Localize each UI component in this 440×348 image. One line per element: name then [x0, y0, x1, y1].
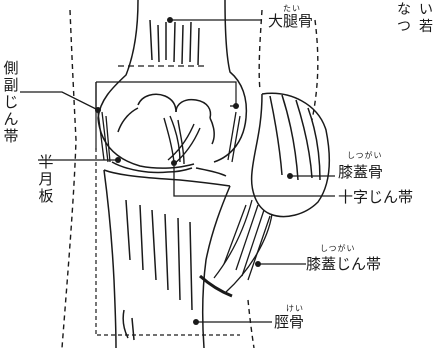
patella-bone	[252, 93, 330, 216]
patellar-ligament	[200, 200, 272, 296]
femur-bone	[98, 0, 246, 168]
corner-text-right: い 若	[418, 2, 434, 36]
reference-box	[96, 66, 240, 335]
pointer-dots	[95, 17, 293, 325]
patella-label: 膝蓋骨	[338, 164, 383, 180]
cruciate-ligaments	[164, 116, 200, 164]
collateral-label: 側副じん帯	[3, 60, 19, 145]
patellar-ligament-label: 膝蓋じん帯	[306, 256, 381, 272]
tibia-bone	[104, 170, 230, 348]
femur-label: 大腿骨	[268, 13, 313, 29]
tibia-ruby: けい	[286, 305, 304, 313]
meniscus	[112, 162, 226, 176]
corner-text-left: な つ	[396, 2, 412, 36]
patellar-ligament-ruby: しつがい	[320, 245, 356, 253]
tibia-label: 脛骨	[274, 314, 304, 330]
meniscus-label: 半月板	[38, 154, 54, 205]
cruciate-label: 十字じん帯	[338, 189, 413, 205]
patella-ruby: しつがい	[347, 152, 383, 160]
